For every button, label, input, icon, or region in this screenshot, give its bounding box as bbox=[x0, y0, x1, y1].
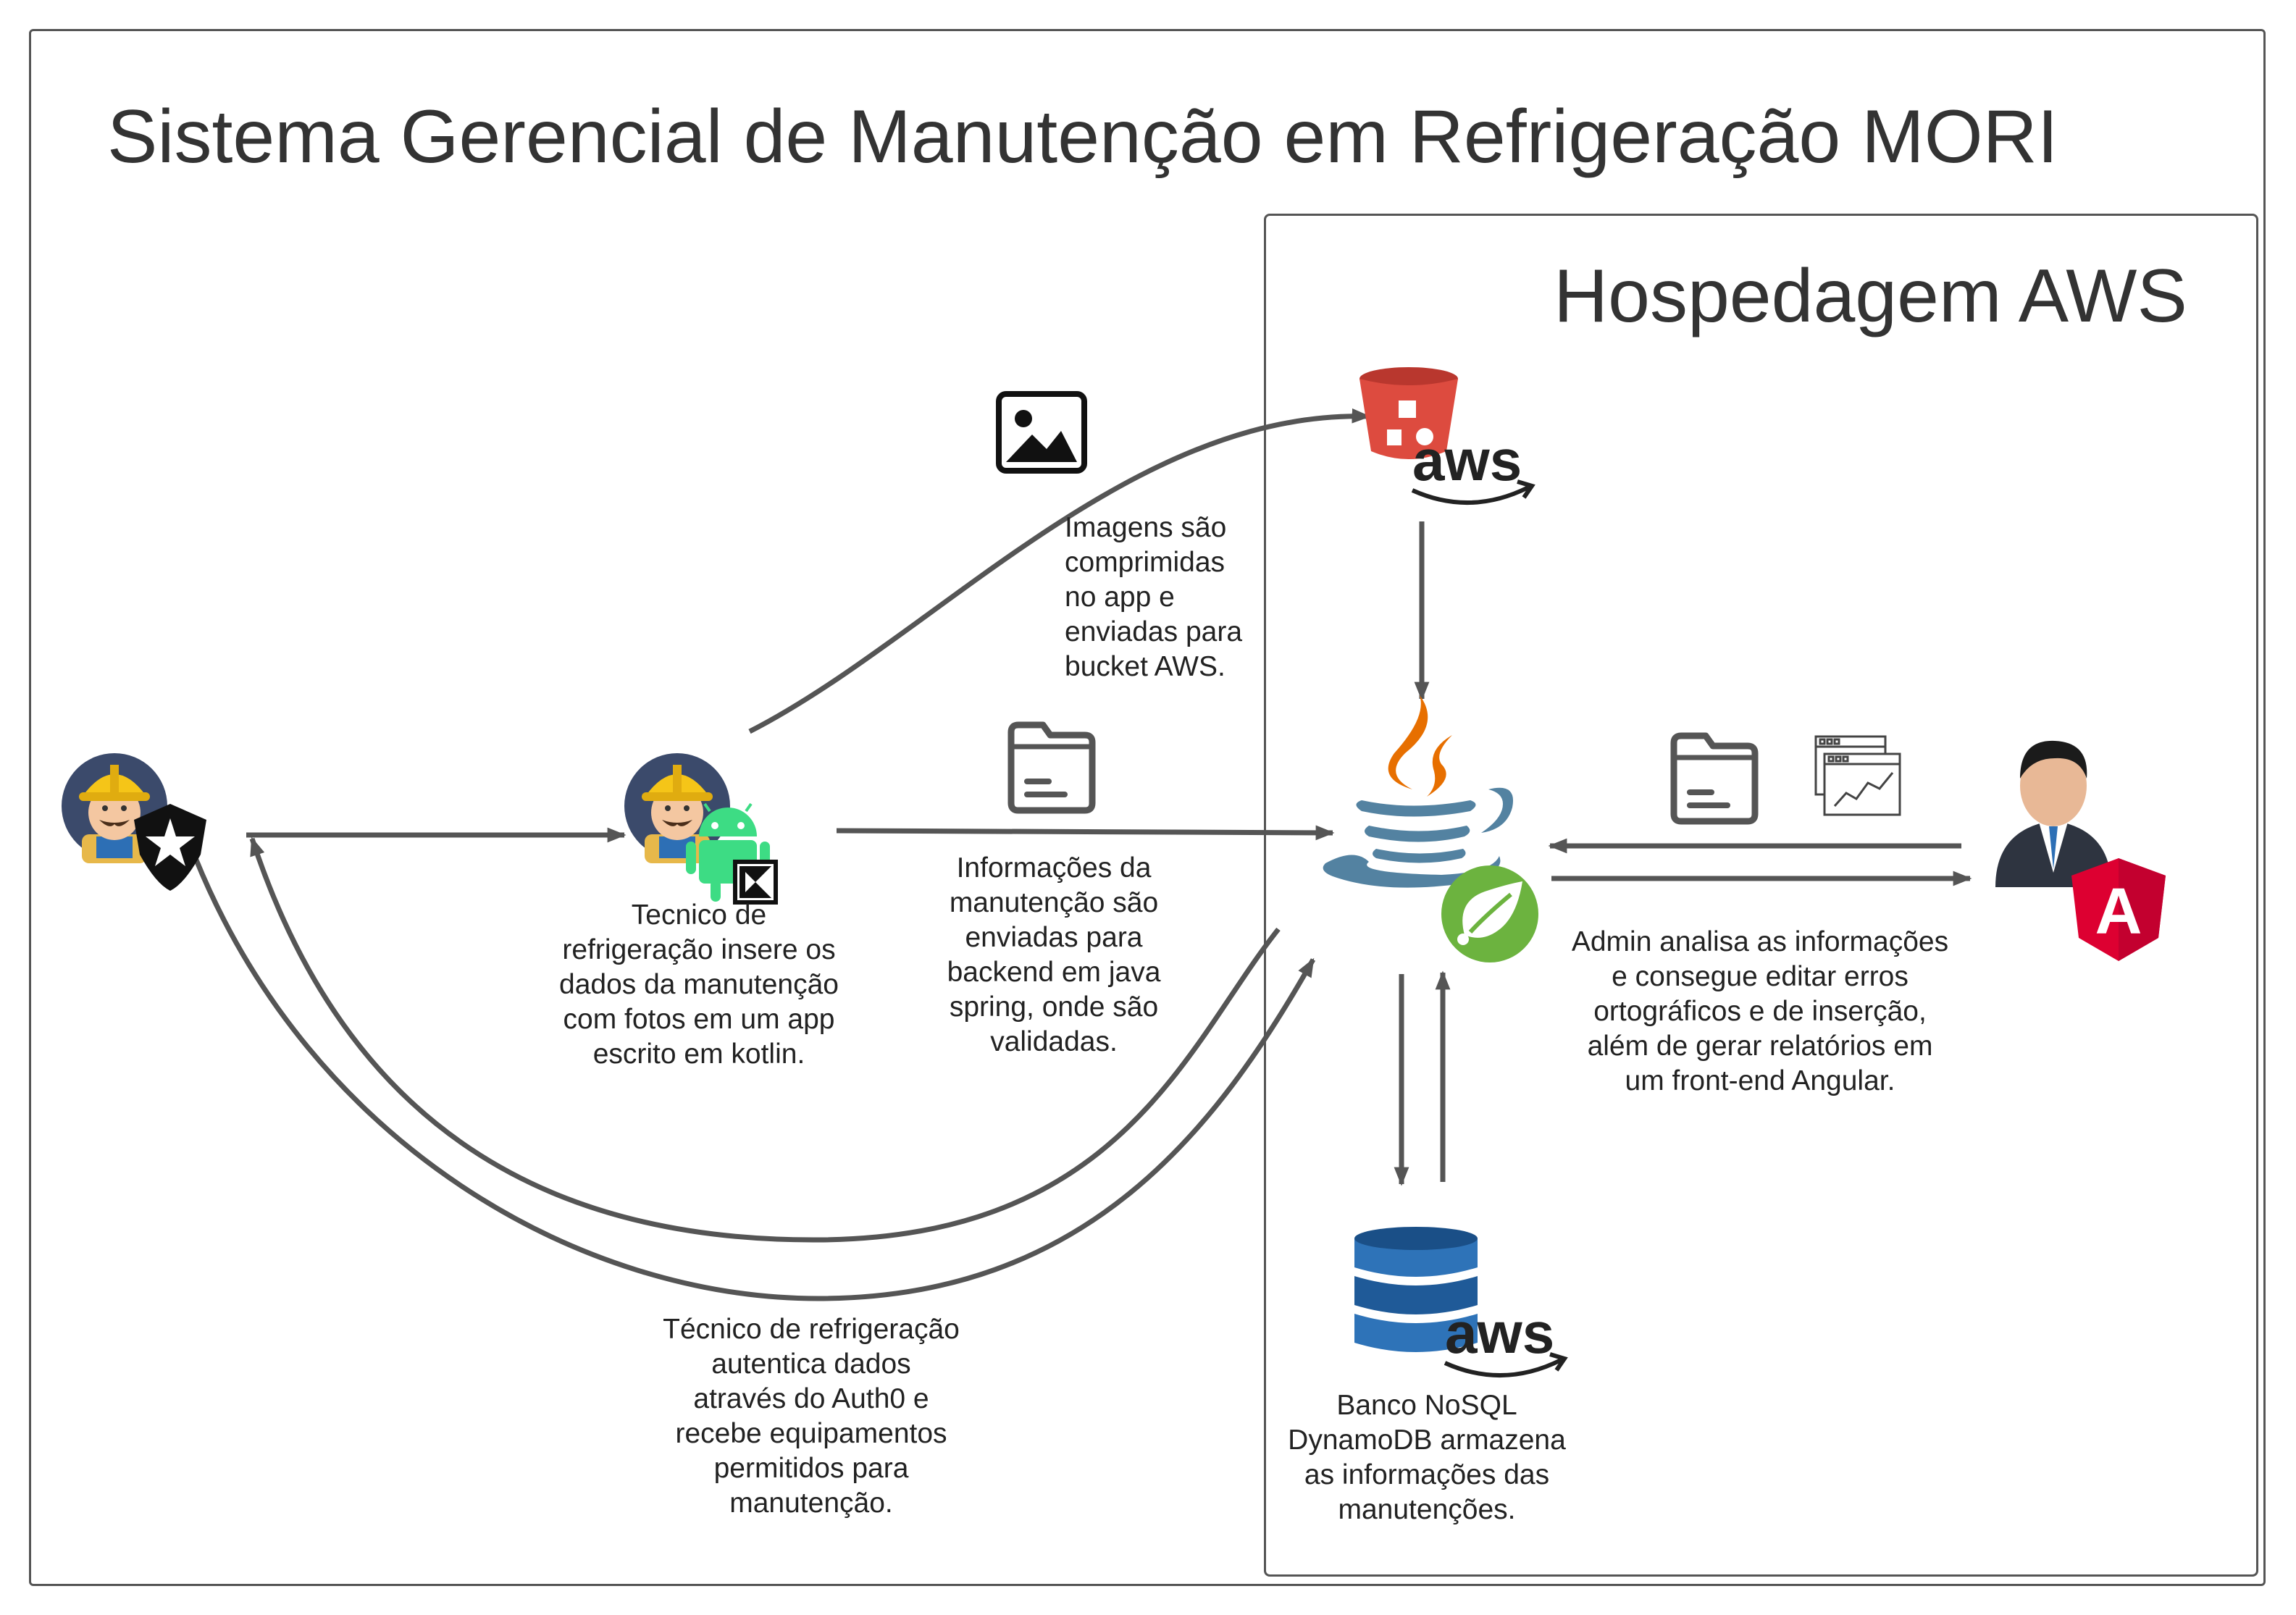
connectors bbox=[193, 408, 1972, 1301]
s3-bucket-icon bbox=[1359, 367, 1458, 459]
arrow-app-to-s3 bbox=[748, 408, 1371, 734]
dashboard-chart-icon bbox=[1814, 735, 1901, 816]
dynamodb-icon bbox=[1354, 1227, 1478, 1352]
database-label: Banco NoSQL DynamoDB armazena as informa… bbox=[1288, 1390, 1566, 1525]
arrow-app-to-backend bbox=[836, 825, 1335, 841]
technician-app-label: Tecnico de refrigeração insere os dados … bbox=[559, 899, 839, 1070]
arrow-auth-to-backend-outer bbox=[193, 857, 1316, 1301]
images-upload-label: Imagens são comprimidas no app e enviada… bbox=[1065, 512, 1243, 682]
diagram-title: Sistema Gerencial de Manutenção em Refri… bbox=[107, 95, 2058, 179]
auth-flow-label: Técnico de refrigeração autentica dados … bbox=[663, 1314, 960, 1519]
aws-logo: aws bbox=[1444, 1301, 1568, 1377]
kotlin-icon bbox=[733, 860, 778, 905]
admin-avatar-icon bbox=[1995, 740, 2111, 887]
spring-icon bbox=[1441, 865, 1538, 962]
arrow-backend-to-auth-inner bbox=[249, 836, 1281, 1243]
folder-icon bbox=[1670, 732, 1759, 825]
backend-info-label: Informações da manutenção são enviadas p… bbox=[947, 852, 1161, 1057]
angular-logo-text: A bbox=[2095, 876, 2142, 948]
folder-icon bbox=[1007, 721, 1096, 814]
java-icon bbox=[1323, 695, 1514, 888]
admin-flow-label: Admin analisa as informações e consegue … bbox=[1571, 926, 1949, 1096]
aws-logo-text: aws bbox=[1412, 428, 1522, 492]
aws-hosting-boundary bbox=[1264, 214, 2258, 1577]
auth0-shield-icon bbox=[134, 804, 206, 891]
aws-logo-text: aws bbox=[1445, 1301, 1554, 1365]
aws-hosting-title: Hospedagem AWS bbox=[1554, 254, 2187, 338]
image-icon bbox=[996, 391, 1087, 474]
angular-icon: A bbox=[2071, 858, 2166, 961]
aws-logo: aws bbox=[1411, 428, 1535, 505]
diagram-frame bbox=[29, 29, 2266, 1586]
